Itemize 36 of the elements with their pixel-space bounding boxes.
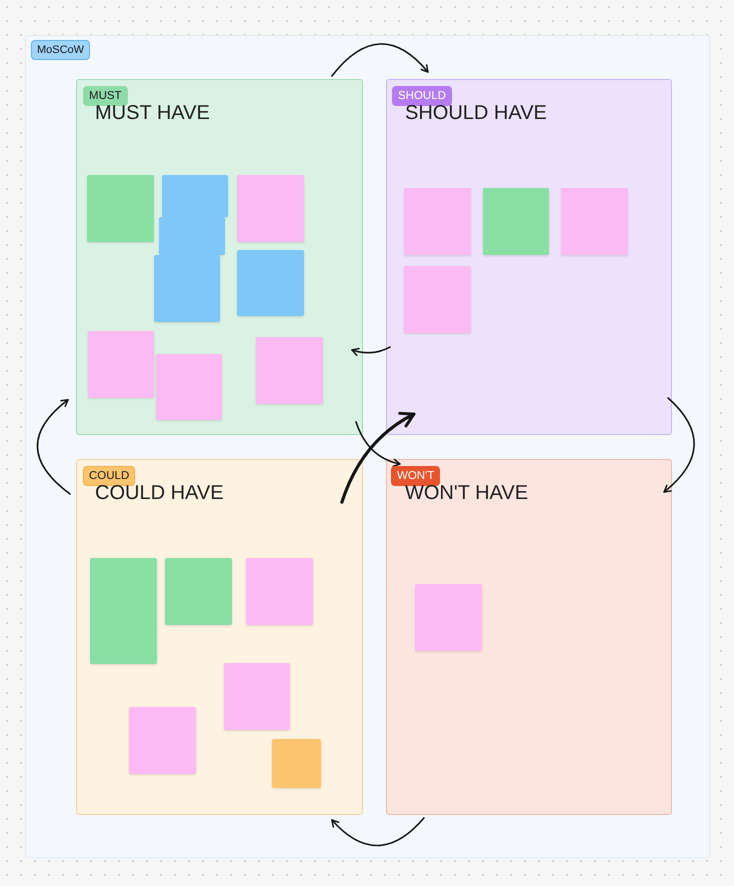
- board-frame: [25, 35, 710, 858]
- priority-tag: SHOULD: [392, 86, 452, 106]
- curved-arrow: [351, 346, 391, 356]
- priority-tag: MUST: [83, 86, 128, 106]
- curved-arrow: [36, 399, 71, 495]
- quadrant-panel: [76, 79, 363, 435]
- sticky-note: [404, 188, 471, 255]
- sticky-note: [224, 663, 290, 730]
- curved-arrow: [331, 817, 425, 846]
- sticky-note: [561, 188, 628, 255]
- sticky-note: [246, 558, 313, 625]
- sticky-note: [90, 558, 157, 664]
- board-title-tag: MoSCoW: [31, 40, 90, 60]
- sticky-note: [156, 354, 222, 420]
- sticky-note: [237, 175, 304, 242]
- curved-arrow: [340, 412, 416, 504]
- sticky-note: [87, 175, 154, 242]
- sticky-note: [272, 739, 321, 788]
- sticky-note: [256, 337, 323, 404]
- sticky-note: [483, 188, 549, 255]
- sticky-note: [404, 266, 471, 333]
- priority-tag: COULD: [83, 466, 136, 486]
- quadrant-panel: [386, 79, 672, 435]
- sticky-note: [154, 255, 220, 322]
- sticky-note: [415, 584, 482, 651]
- sticky-note: [237, 250, 304, 316]
- sticky-note: [165, 558, 232, 625]
- curved-arrow: [331, 43, 429, 77]
- curved-arrow: [355, 421, 401, 467]
- quadrant-panel: [76, 459, 363, 815]
- priority-tag: WON'T: [391, 466, 440, 486]
- curved-arrow: [663, 397, 695, 493]
- sticky-note: [162, 175, 228, 217]
- sticky-note: [88, 331, 154, 398]
- quadrant-panel: [386, 459, 672, 815]
- sticky-note: [129, 707, 196, 774]
